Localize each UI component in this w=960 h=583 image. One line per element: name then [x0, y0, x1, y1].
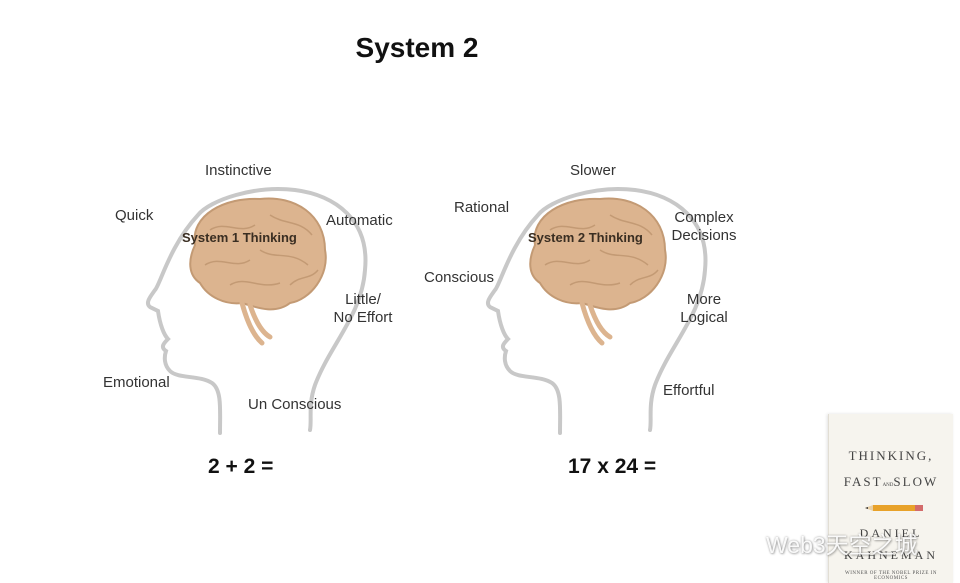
right-head-diagram [485, 187, 708, 435]
label-more: More [686, 291, 722, 308]
pencil-icon [865, 505, 923, 511]
label-no-effort: No Effort [333, 309, 393, 326]
label-conscious: Conscious [424, 269, 495, 286]
label-little-no-effort: Little/ No Effort [330, 291, 396, 327]
right-brain-label: System 2 Thinking [528, 230, 643, 245]
label-more-logical: More Logical [676, 291, 732, 327]
head-outline [485, 187, 708, 435]
watermark: Web3天空之城 [728, 526, 918, 560]
right-equation: 17 x 24 = [568, 455, 657, 478]
label-little: Little/ [345, 291, 381, 308]
label-effortful: Effortful [663, 382, 715, 399]
label-logical: Logical [680, 309, 728, 326]
brain-shape [189, 197, 327, 311]
wechat-icon [729, 534, 760, 558]
label-instinctive: Instinctive [205, 162, 272, 179]
book-author-last: KAHNEMAN [844, 548, 938, 562]
left-brain-label: System 1 Thinking [182, 230, 297, 245]
book-tagline: WINNER OF THE NOBEL PRIZE IN ECONOMICS [845, 571, 937, 581]
label-decisions: Decisions [671, 227, 737, 244]
label-complex-decisions: Complex Decisions [668, 209, 740, 245]
brain-shape [529, 197, 667, 311]
brain-folds [544, 214, 659, 286]
book-title-fast: FAST [843, 474, 883, 489]
book-title-line1: THINKING, [848, 448, 934, 463]
brain-folds [204, 214, 319, 286]
label-slower: Slower [570, 162, 616, 179]
watermark-text: Web3天空之城 [766, 532, 918, 558]
brain-stem [579, 300, 613, 346]
label-un-conscious: Un Conscious [248, 396, 342, 413]
label-automatic: Automatic [326, 212, 393, 229]
brain-stem [239, 300, 273, 346]
head-outline [145, 187, 368, 435]
label-emotional: Emotional [103, 374, 170, 391]
book-title-slow: SLOW [893, 474, 939, 489]
book-title-and: AND [882, 483, 894, 488]
left-head-diagram [145, 187, 368, 435]
page-title: System 2 [355, 32, 479, 63]
label-quick: Quick [115, 207, 154, 224]
book-cover: THINKING, FASTANDSLOW DANIEL KAHNEMAN WI… [828, 414, 953, 583]
label-rational: Rational [454, 199, 510, 216]
left-equation: 2 + 2 = [208, 455, 274, 478]
book-title-line2: FASTANDSLOW [829, 474, 953, 490]
book-author-first: DANIEL [859, 526, 923, 540]
label-complex: Complex [674, 209, 734, 226]
